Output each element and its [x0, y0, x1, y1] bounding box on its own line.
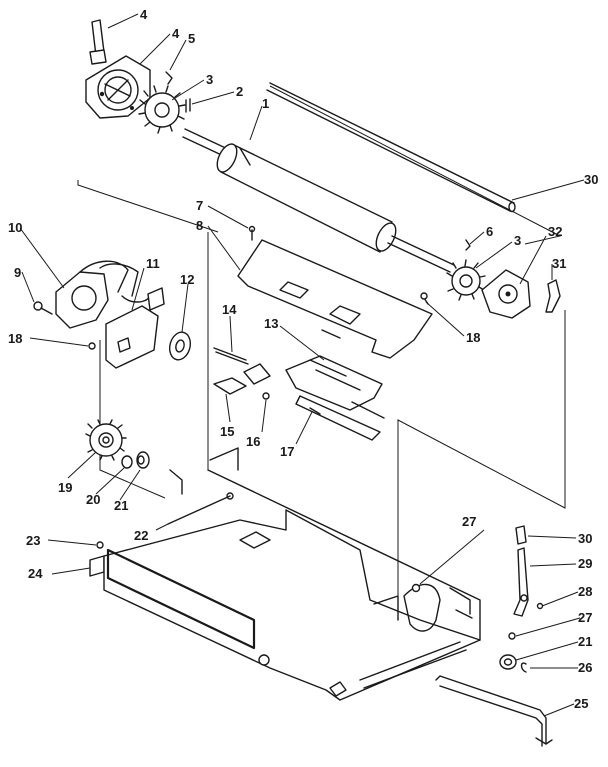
- callout-32: 32: [548, 224, 562, 239]
- main-frame: [89, 447, 481, 701]
- callout-3: 3: [206, 72, 213, 87]
- callout-12: 12: [180, 272, 194, 287]
- callout-26: 26: [578, 660, 592, 675]
- left-roller-end-parts: [85, 19, 191, 134]
- toothed-bushing-right: [446, 259, 486, 301]
- callout-4: 5: [188, 31, 195, 46]
- center-mechanism: [213, 347, 385, 441]
- callout-18-left: 18: [8, 331, 22, 346]
- callout-22: 22: [134, 528, 148, 543]
- callout-31: 31: [552, 256, 566, 271]
- callout-5: 4: [172, 26, 180, 41]
- callout-3-right: 3: [514, 233, 521, 248]
- callout-21-left: 21: [114, 498, 128, 513]
- callout-9: 9: [14, 265, 21, 280]
- callout-leaders: [19, 13, 585, 717]
- right-lower-parts: [435, 525, 553, 747]
- alignment-lines: [77, 85, 566, 596]
- motor-assembly: [33, 260, 192, 369]
- callout-17: 17: [280, 444, 294, 459]
- callout-15: 15: [220, 424, 234, 439]
- callout-30-top: 30: [584, 172, 598, 187]
- callout-labels: 4 4 5 3 2 1 30 6 3 32 31 7 8 18 10 9 11 …: [8, 7, 598, 711]
- callout-18-right: 18: [466, 330, 480, 345]
- right-roller-end-parts: [446, 239, 561, 319]
- toothed-bushing-left: [138, 85, 186, 134]
- callout-21-right: 21: [578, 634, 592, 649]
- callout-4-right: 6: [486, 224, 493, 239]
- callout-6: 4: [140, 7, 148, 22]
- callout-20: 20: [86, 492, 100, 507]
- callout-30-lower: 30: [578, 531, 592, 546]
- callout-19: 19: [58, 480, 72, 495]
- callout-11: 11: [146, 256, 160, 271]
- callout-27-lower: 27: [578, 610, 592, 625]
- callout-23: 23: [26, 533, 40, 548]
- callout-2: 2: [236, 84, 243, 99]
- callout-24: 24: [28, 566, 43, 581]
- callout-29: 29: [578, 556, 592, 571]
- callout-16: 16: [246, 434, 260, 449]
- gear-train: [85, 419, 150, 469]
- callout-8: 8: [196, 218, 203, 233]
- paper-guide: [237, 225, 433, 359]
- platen-roller: [182, 82, 516, 273]
- callout-10: 10: [8, 220, 22, 235]
- callout-14: 14: [222, 302, 237, 317]
- callout-1: 1: [262, 96, 269, 111]
- callout-28: 28: [578, 584, 592, 599]
- callout-27-upper: 27: [462, 514, 476, 529]
- callout-13: 13: [264, 316, 278, 331]
- callout-25: 25: [574, 696, 588, 711]
- callout-7: 7: [196, 198, 203, 213]
